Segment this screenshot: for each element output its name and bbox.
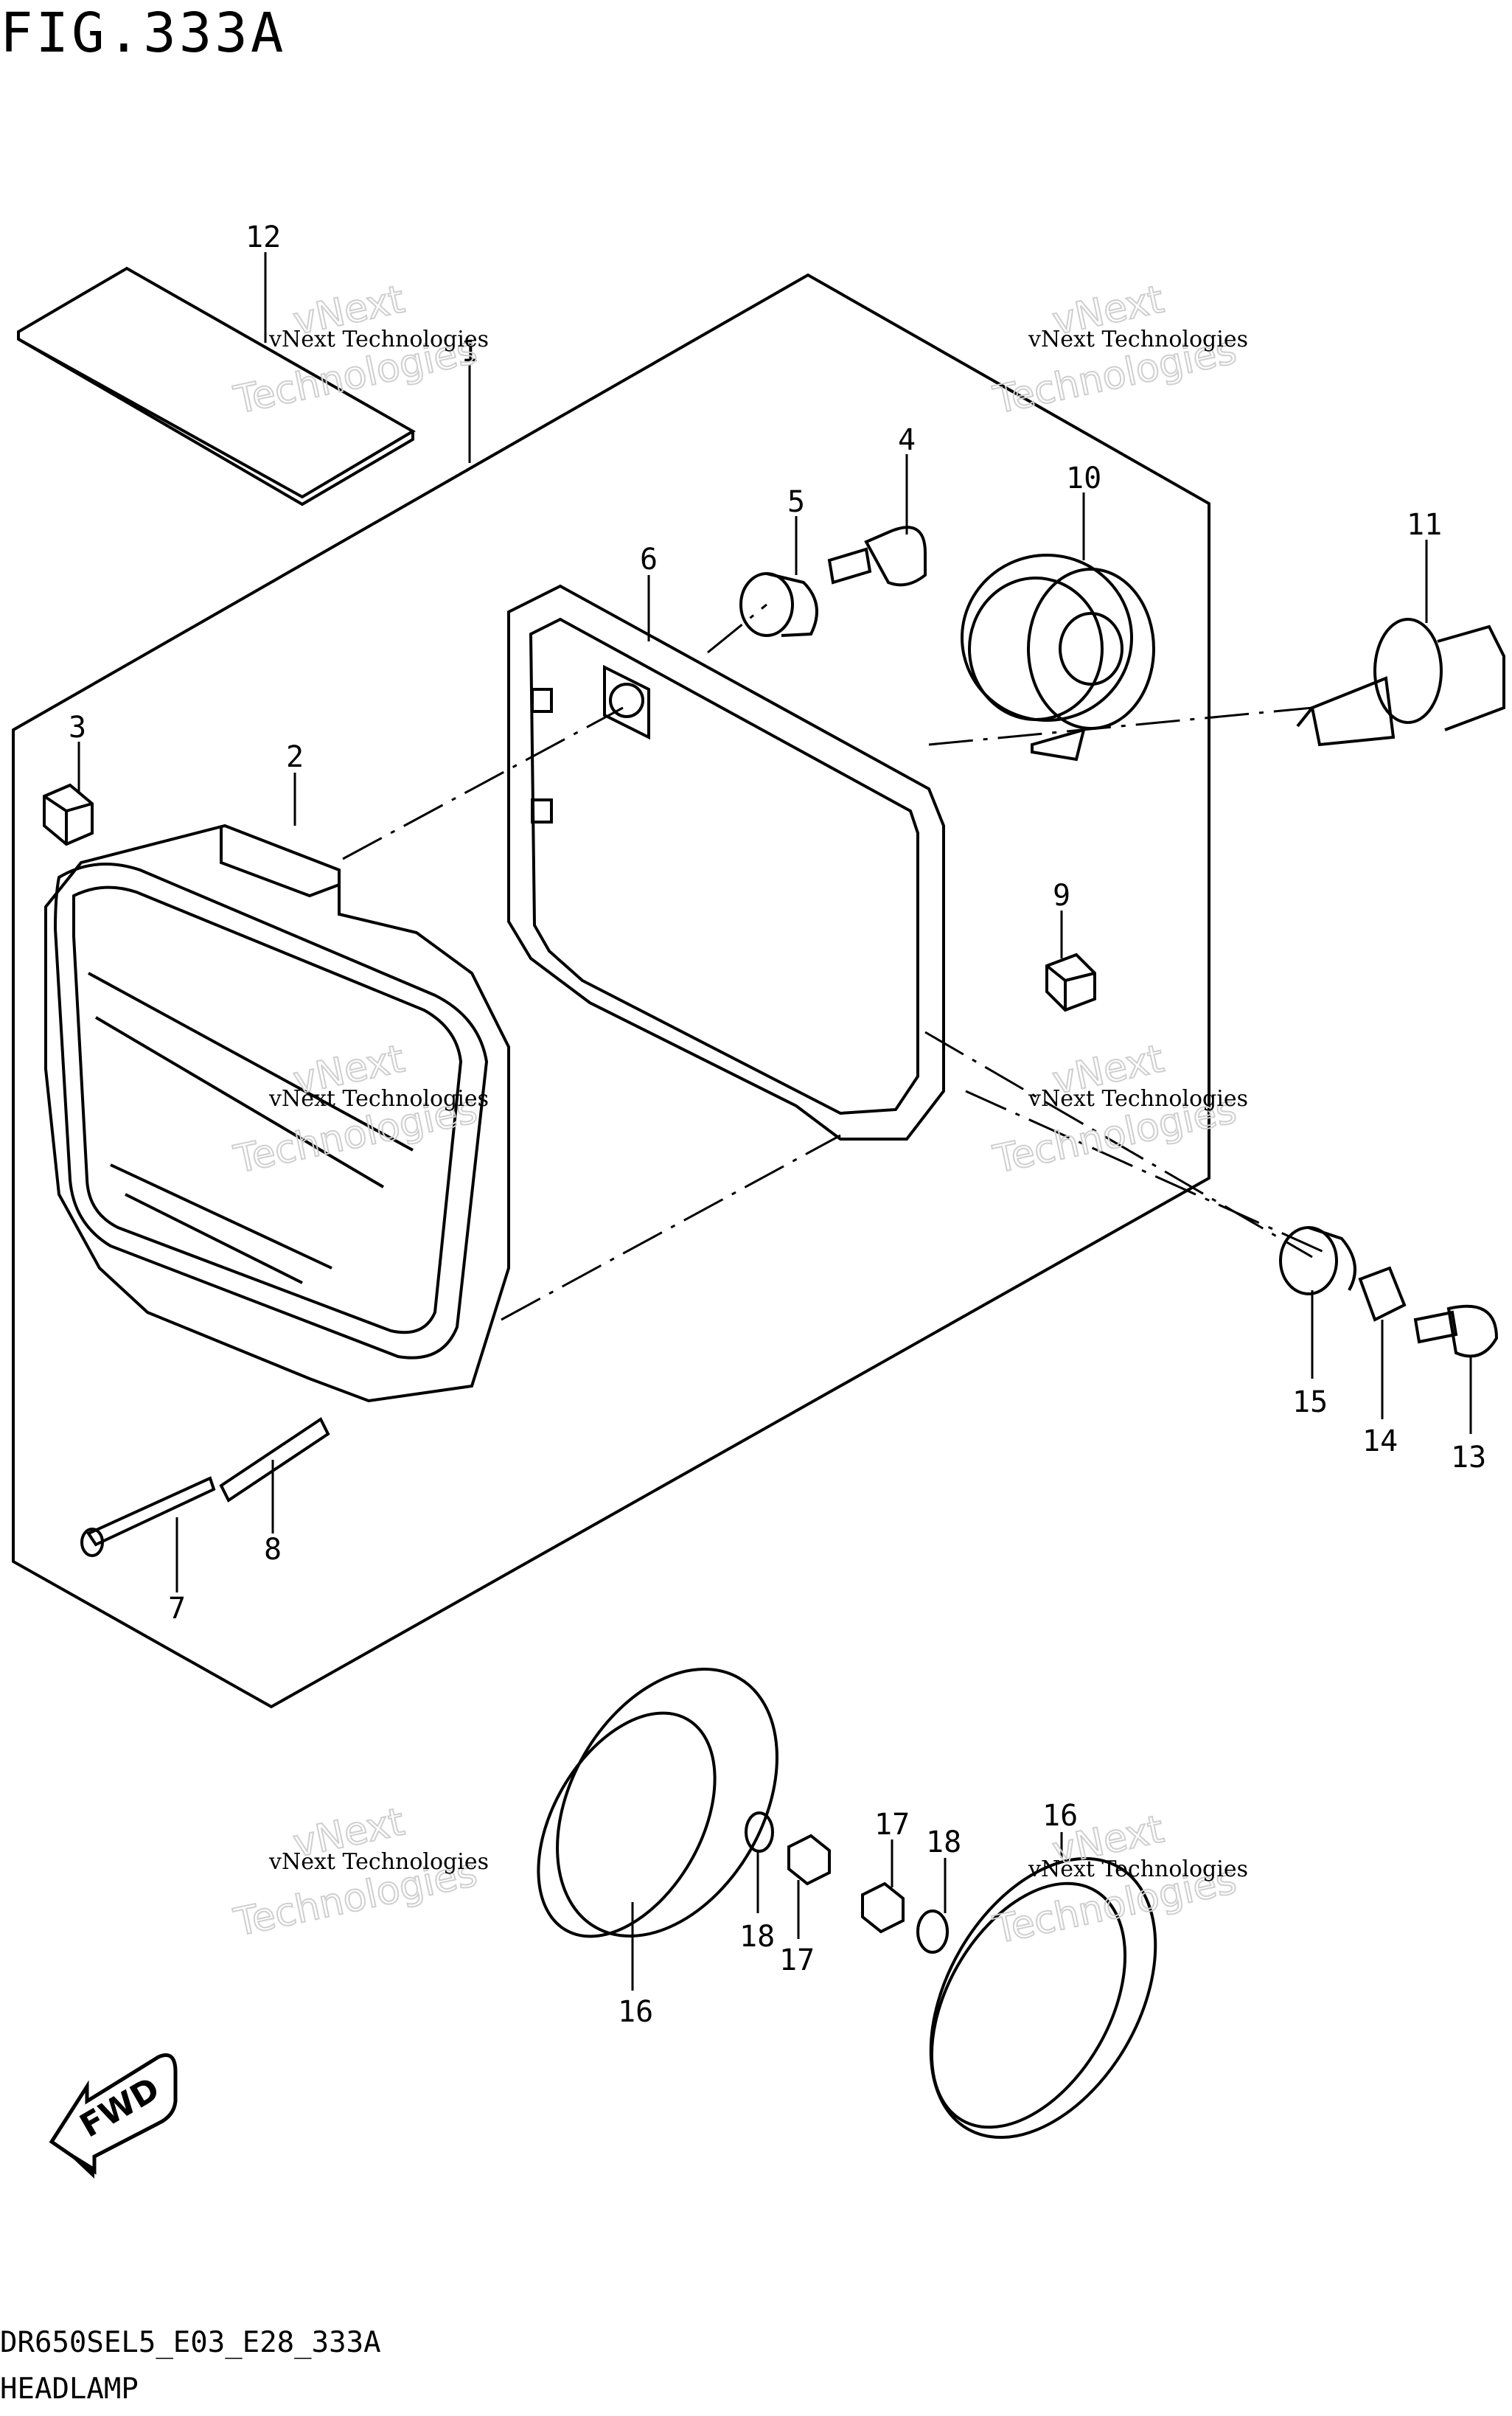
callout-14: 14 xyxy=(1362,1424,1398,1458)
part-8-spring xyxy=(219,1417,330,1503)
part-17-nut-b xyxy=(861,1881,905,1934)
callout-5: 5 xyxy=(787,485,805,519)
callout-13: 13 xyxy=(1451,1441,1486,1475)
part-13-bolt xyxy=(1413,1304,1499,1358)
assembly-outline xyxy=(12,273,1210,1709)
svg-text:vNext Technologies: vNext Technologies xyxy=(1028,327,1248,352)
part-12-label-sheet xyxy=(17,266,416,506)
watermark-bottom-right: vNext Technologies vNext Technologies xyxy=(989,1806,1248,1953)
callout-12: 12 xyxy=(245,220,281,254)
callout-numbers: 1 2 3 4 5 6 7 8 9 10 11 12 13 14 15 16 1… xyxy=(69,220,1486,2029)
part-10-socket-cover xyxy=(961,554,1155,762)
callout-3: 3 xyxy=(69,711,86,745)
part-7-adjuster-screw xyxy=(80,1476,216,1557)
callout-10: 10 xyxy=(1066,462,1101,495)
svg-text:vNext Technologies: vNext Technologies xyxy=(1028,1086,1248,1112)
part-17-nut-a xyxy=(787,1834,831,1886)
model-code: DR650SEL5_E03_E28_333A xyxy=(0,2326,381,2359)
part-5-grommet xyxy=(739,572,818,637)
callout-7: 7 xyxy=(168,1592,186,1626)
part-15-grommet xyxy=(1279,1226,1356,1295)
callout-15: 15 xyxy=(1292,1385,1328,1419)
part-16-right-cover xyxy=(929,1856,1157,2140)
watermark-bottom-left: vNext Technologies vNext Technologies xyxy=(229,1799,489,1946)
svg-text:vNext Technologies: vNext Technologies xyxy=(268,1086,489,1112)
section-name: HEADLAMP xyxy=(0,2373,139,2406)
part-2-headlamp-unit xyxy=(44,824,510,1403)
svg-text:vNext Technologies: vNext Technologies xyxy=(1028,1856,1248,1882)
part-3-nut xyxy=(43,783,94,846)
alignment-lines xyxy=(342,603,1328,1321)
part-9-clip-nut xyxy=(1045,953,1096,1012)
callout-2: 2 xyxy=(286,740,304,774)
watermark-top-right: vNext Technologies vNext Technologies xyxy=(989,276,1248,423)
fwd-direction-arrow: FWD xyxy=(49,2053,178,2179)
part-18-washer-b xyxy=(916,1910,949,1954)
callout-4: 4 xyxy=(898,423,916,457)
callout-16-right: 16 xyxy=(1042,1799,1078,1833)
callout-11: 11 xyxy=(1407,508,1442,542)
callout-18-left: 18 xyxy=(739,1920,775,1954)
part-18-washer-a xyxy=(745,1811,774,1853)
callout-17-left: 17 xyxy=(779,1943,815,1977)
callout-18-right: 18 xyxy=(926,1825,961,1859)
callout-6: 6 xyxy=(640,543,658,577)
part-6-headlamp-rim xyxy=(507,584,945,1141)
part-14-collar xyxy=(1358,1266,1407,1322)
svg-text:vNext Technologies: vNext Technologies xyxy=(268,1849,489,1875)
callout-1: 1 xyxy=(461,335,478,369)
callout-17-right: 17 xyxy=(874,1808,910,1842)
callout-9: 9 xyxy=(1053,879,1070,913)
svg-text:vNext Technologies: vNext Technologies xyxy=(268,327,489,352)
part-4-bolt xyxy=(827,526,927,587)
callout-16-left: 16 xyxy=(618,1995,653,2029)
figure-title: FIG.333A xyxy=(0,1,287,65)
part-11-headlamp-bulb xyxy=(1296,618,1505,747)
callout-8: 8 xyxy=(264,1533,282,1567)
part-16-left-cover xyxy=(537,1668,778,1938)
leader-lines xyxy=(77,252,1472,1991)
